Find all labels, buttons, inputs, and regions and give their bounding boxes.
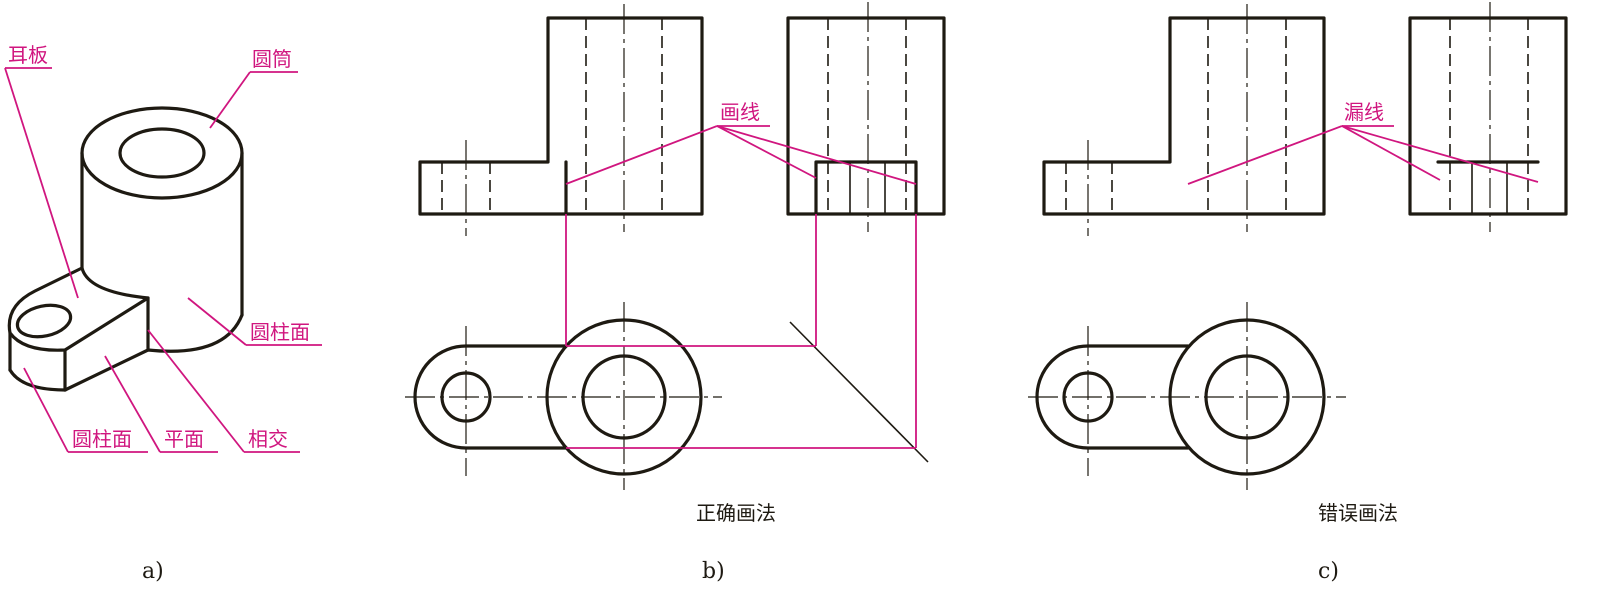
leader-lug-line [4, 67, 79, 299]
note-missing-line: 漏线 [1344, 100, 1384, 124]
side-lug-outline [814, 160, 918, 216]
label-tube: 圆筒 [252, 47, 292, 71]
projection-lines-b [565, 214, 917, 449]
label-intersect: 相交 [248, 427, 288, 451]
lug-hole-ellipse [15, 303, 73, 339]
miter-line [789, 321, 929, 463]
title-wrong: 错误画法 [1318, 501, 1398, 525]
tube-hole-ellipse [118, 127, 206, 179]
caption-b: b) [702, 559, 725, 584]
front-view-c [1042, 4, 1326, 236]
panel-c-wrong: 漏线 错误画法 c) [1028, 2, 1568, 584]
label-cyl-face-left: 圆柱面 [72, 427, 132, 451]
tube-top-ellipse [80, 106, 244, 200]
label-lug: 耳板 [8, 43, 48, 67]
top-view-c [1028, 302, 1346, 490]
caption-c: c) [1318, 559, 1339, 584]
tube-bottom-arc [146, 313, 244, 353]
lug-top-outline [7, 266, 150, 352]
label-cyl-face-right: 圆柱面 [250, 320, 310, 344]
leader-tube-line [209, 71, 251, 129]
note-leader-c-1 [1187, 125, 1343, 185]
front-outline [418, 16, 704, 216]
leader-intersect-line [147, 329, 245, 453]
note-leader-b-2 [716, 125, 817, 179]
title-correct: 正确画法 [696, 501, 776, 525]
caption-a: a) [142, 559, 164, 584]
label-plane: 平面 [164, 427, 204, 451]
front-view-b [418, 4, 704, 236]
panel-a-isometric: 耳板 圆筒 圆柱面 圆柱面 平面 相交 a) [4, 43, 322, 584]
lug-bottom-arc [8, 368, 67, 392]
side-view-c [1408, 2, 1568, 232]
lug-bottom-edge [63, 348, 150, 392]
note-leader-b-3 [716, 125, 917, 185]
note-leader-c-3 [1341, 125, 1539, 183]
side-outline-c [1408, 16, 1568, 216]
panel-b-correct: 画线 正确画法 b) [405, 2, 946, 584]
top-view-b [405, 302, 929, 490]
leader-cyl-left-line [23, 367, 69, 453]
side-outline [786, 16, 946, 216]
leader-cyl-right-line [187, 297, 247, 346]
side-view-b [786, 2, 946, 232]
note-leader-b-1 [565, 125, 718, 185]
note-draw-line: 画线 [720, 100, 760, 124]
note-leader-c-2 [1341, 125, 1441, 181]
leader-plane-line [104, 355, 161, 453]
front-outline-c [1042, 16, 1326, 216]
